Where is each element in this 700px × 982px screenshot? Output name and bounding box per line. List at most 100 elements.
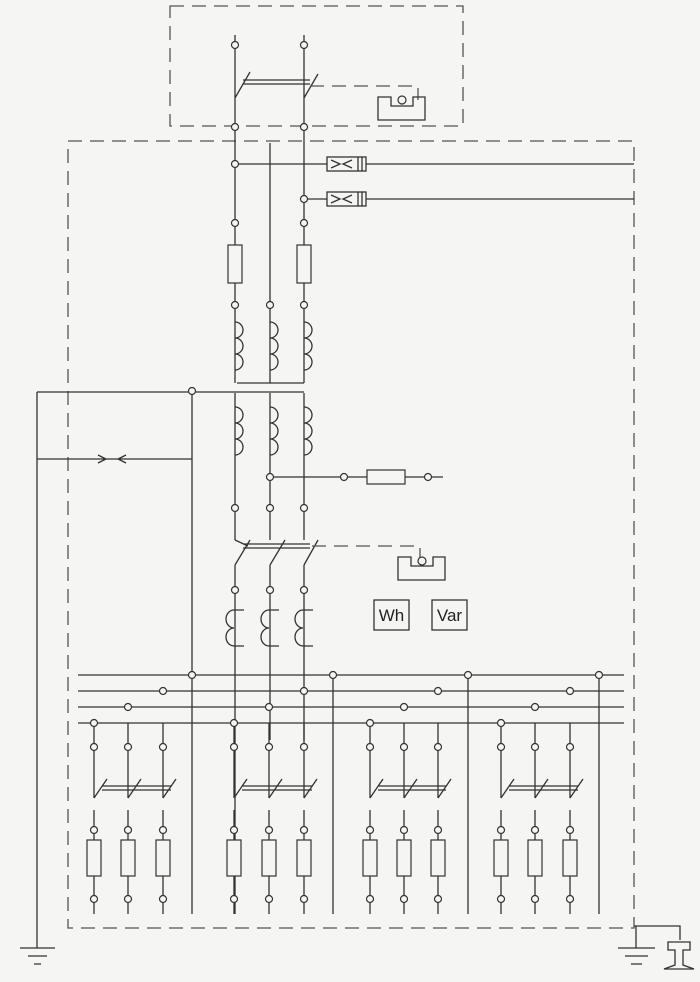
meter-wh-label: Wh	[379, 606, 405, 625]
terminal	[89, 742, 99, 752]
feeder-line	[303, 723, 318, 914]
secondary-winding	[234, 406, 244, 456]
terminal	[123, 825, 133, 835]
terminal	[230, 40, 240, 50]
fuse	[430, 839, 446, 877]
feeder-line	[369, 723, 384, 914]
secondary-winding	[303, 406, 313, 456]
switch-operator-icon	[377, 96, 426, 121]
terminals	[89, 40, 604, 904]
feeder-line	[437, 723, 452, 914]
terminal	[339, 472, 349, 482]
primary-winding	[303, 321, 313, 371]
terminal	[433, 686, 443, 696]
feeder-group	[493, 723, 584, 914]
terminal	[565, 686, 575, 696]
terminal	[230, 585, 240, 595]
feeder-group	[226, 723, 318, 914]
terminal	[187, 670, 197, 680]
terminal	[565, 742, 575, 752]
switch-operator-icon	[397, 556, 446, 581]
terminal	[123, 702, 133, 712]
terminal	[299, 194, 309, 204]
fuse	[366, 469, 406, 485]
switch-linkage	[378, 785, 446, 791]
switch-linkage	[102, 785, 171, 791]
terminal	[433, 825, 443, 835]
terminal	[230, 503, 240, 513]
current-transformer	[260, 609, 279, 647]
feeder-group	[86, 723, 177, 914]
terminal	[158, 825, 168, 835]
terminal	[423, 472, 433, 482]
enclosures	[67, 5, 635, 929]
terminal	[365, 718, 375, 728]
terminal	[530, 825, 540, 835]
terminal	[230, 218, 240, 228]
terminal	[365, 894, 375, 904]
terminal	[299, 686, 309, 696]
feeder-line	[233, 723, 248, 914]
terminal	[230, 122, 240, 132]
terminal	[229, 742, 239, 752]
fuse	[155, 839, 171, 877]
current-transformer	[225, 609, 244, 647]
terminal	[530, 742, 540, 752]
fuse	[296, 244, 312, 284]
feeder-group	[362, 723, 452, 914]
terminal	[229, 825, 239, 835]
terminal	[230, 300, 240, 310]
terminal	[265, 585, 275, 595]
terminal	[433, 894, 443, 904]
terminal	[265, 503, 275, 513]
terminal	[299, 894, 309, 904]
terminal	[123, 894, 133, 904]
terminal	[463, 670, 473, 680]
fuse	[562, 839, 578, 877]
terminal	[265, 472, 275, 482]
terminal	[565, 894, 575, 904]
terminal	[433, 742, 443, 752]
primary-winding	[234, 321, 244, 371]
terminal	[264, 894, 274, 904]
terminal	[299, 742, 309, 752]
ground-icon	[618, 925, 681, 965]
secondary-section: Wh Var	[36, 391, 468, 948]
terminal	[496, 825, 506, 835]
rail-icon	[663, 941, 695, 970]
terminal	[299, 503, 309, 513]
fuse	[493, 839, 509, 877]
meter-var-label: Var	[437, 606, 463, 625]
terminal	[229, 718, 239, 728]
terminal	[496, 894, 506, 904]
fuse	[120, 839, 136, 877]
primary-winding	[269, 321, 279, 371]
terminal	[158, 742, 168, 752]
feeder-line	[403, 723, 418, 914]
terminal	[264, 825, 274, 835]
fuse	[227, 244, 243, 284]
feeder-line	[534, 723, 549, 914]
terminal	[265, 300, 275, 310]
grounding	[20, 925, 695, 970]
terminal	[530, 702, 540, 712]
terminal	[299, 585, 309, 595]
terminal	[187, 386, 197, 396]
fuse	[86, 839, 102, 877]
fuse	[527, 839, 543, 877]
switch-linkage	[242, 785, 312, 791]
terminal	[299, 825, 309, 835]
terminal	[399, 825, 409, 835]
terminal	[530, 894, 540, 904]
terminal	[299, 300, 309, 310]
busbars	[78, 674, 624, 914]
terminal	[299, 218, 309, 228]
secondary-winding	[269, 406, 279, 456]
terminal	[299, 40, 309, 50]
fuse	[226, 839, 242, 877]
terminal	[264, 742, 274, 752]
terminal	[365, 825, 375, 835]
feeder-line	[268, 723, 283, 914]
fuse	[396, 839, 412, 877]
